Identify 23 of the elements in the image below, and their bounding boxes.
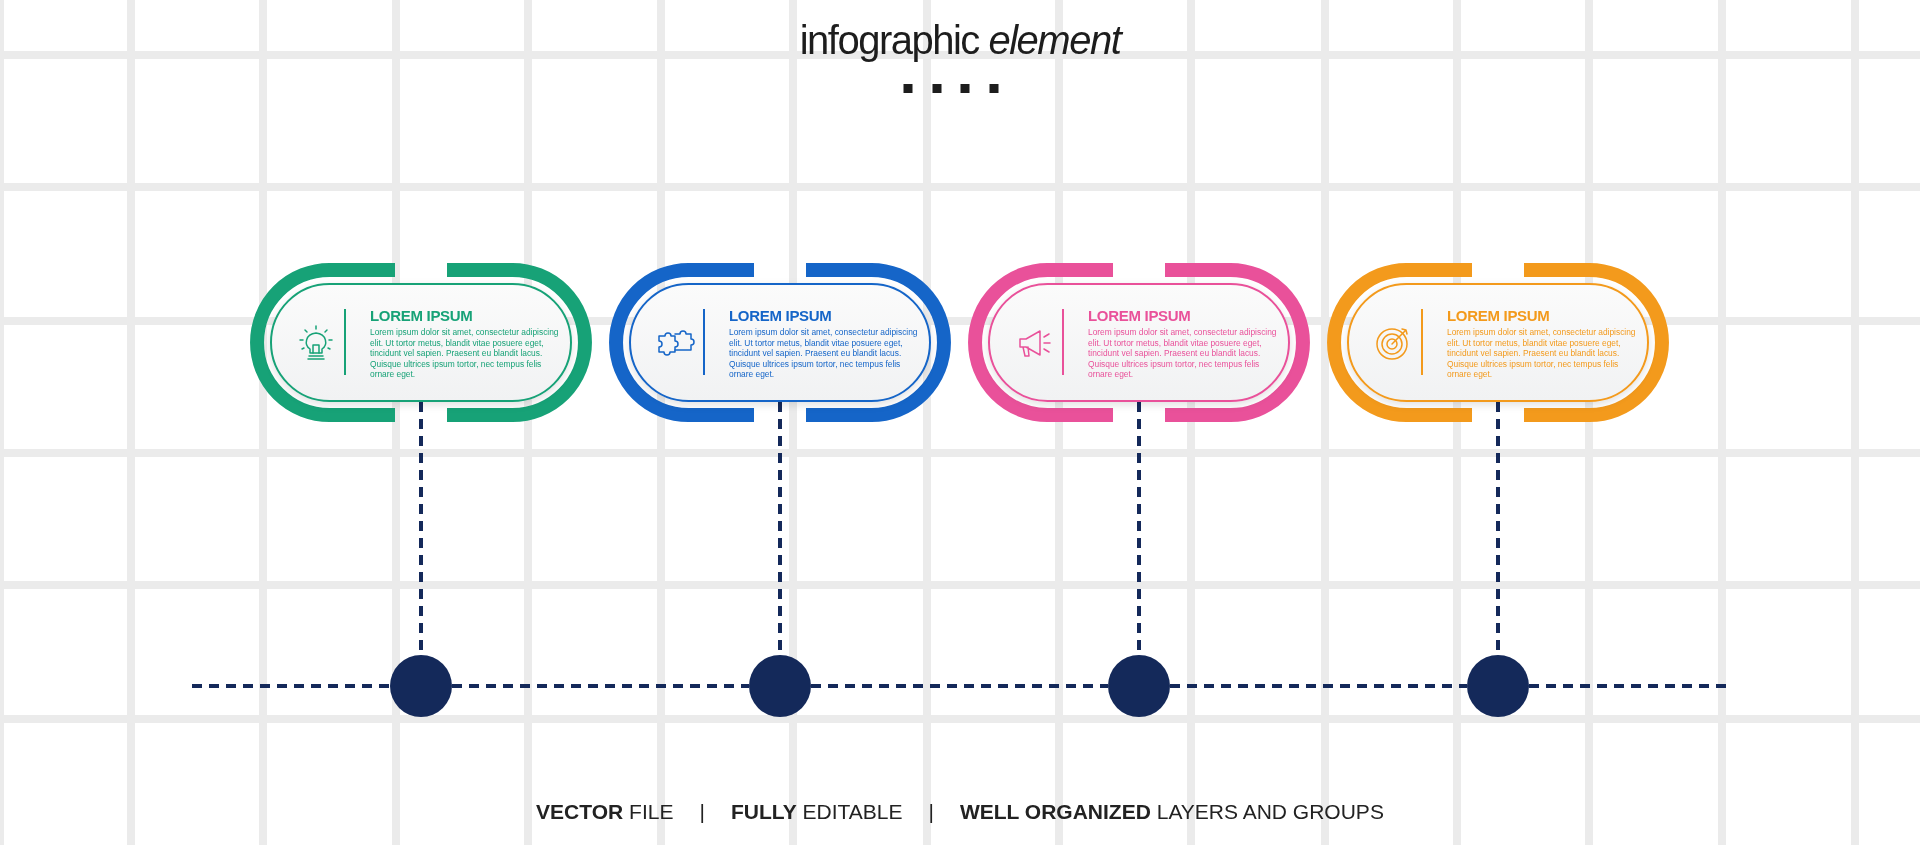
card-description: Lorem ipsum dolor sit amet, consectetur adipiscing elit. Ut tortor metus, blandit vitae posuere eget, tincidunt vel sapien. Praesent eu blandit lacus. Quisque ultrices ipsum tortor, nec tempus felis ornare eget.	[370, 327, 560, 380]
dashed-connector	[1529, 684, 1727, 688]
dashed-connector	[1170, 684, 1467, 688]
card-heading: LOREM IPSUM	[1088, 307, 1192, 324]
footer-text: |	[699, 800, 705, 824]
dashed-connector	[811, 684, 1108, 688]
card-heading: LOREM IPSUM	[729, 307, 833, 324]
dashed-connector	[192, 684, 390, 688]
info-card	[629, 283, 931, 402]
info-card	[988, 283, 1290, 402]
info-card	[270, 283, 572, 402]
footer-text: WELL ORGANIZED LAYERS AND GROUPS	[959, 800, 1384, 824]
card-description: Lorem ipsum dolor sit amet, consectetur adipiscing elit. Ut tortor metus, blandit vitae posuere eget, tincidunt vel sapien. Praesent eu blandit lacus. Quisque ultrices ipsum tortor, nec tempus felis ornare eget.	[729, 327, 919, 380]
card-heading: LOREM IPSUM	[370, 307, 474, 324]
dashed-connector	[452, 684, 749, 688]
card-description: Lorem ipsum dolor sit amet, consectetur adipiscing elit. Ut tortor metus, blandit vitae posuere eget, tincidunt vel sapien. Praesent eu blandit lacus. Quisque ultrices ipsum tortor, nec tempus felis ornare eget.	[1447, 327, 1637, 380]
footer-text: FULLY EDITABLE	[730, 800, 903, 824]
footer-text: |	[928, 800, 934, 824]
card-heading: LOREM IPSUM	[1447, 307, 1551, 324]
title: infographic element	[799, 18, 1121, 62]
card-description: Lorem ipsum dolor sit amet, consectetur adipiscing elit. Ut tortor metus, blandit vitae posuere eget, tincidunt vel sapien. Praesent eu blandit lacus. Quisque ultrices ipsum tortor, nec tempus felis ornare eget.	[1088, 327, 1278, 380]
footer-text: VECTOR FILE	[536, 800, 674, 824]
info-card	[1347, 283, 1649, 402]
